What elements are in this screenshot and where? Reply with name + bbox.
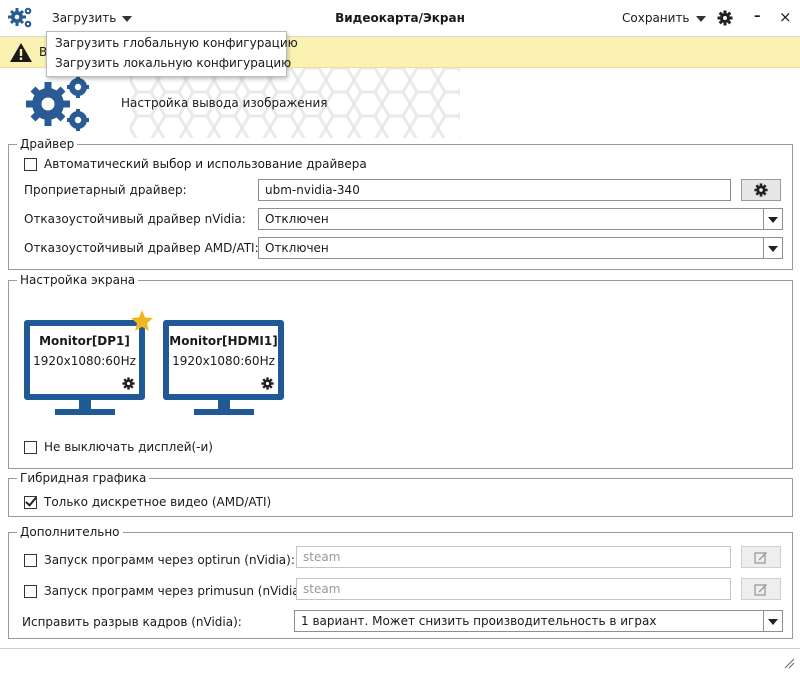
proprietary-driver-field[interactable]: ubm-nvidia-340 [258,179,731,201]
close-button[interactable]: × [779,8,792,26]
monitor-mode: 1920x1080:60Hz [33,354,136,368]
load-menu-label: Загрузить [52,11,117,25]
edit-icon [754,583,767,596]
driver-group-legend: Драйвер [20,137,75,151]
advanced-group: Дополнительно [8,525,793,639]
hexagon-pattern [130,68,460,138]
monitor-stand [79,400,91,410]
keep-display-on-label: Не выключать дисплей(-и) [44,440,213,454]
keep-display-on-checkbox[interactable] [24,441,37,454]
warning-icon [10,43,32,62]
advanced-group-legend: Дополнительно [20,525,120,539]
optirun-input[interactable]: steam [296,546,731,568]
amd-failsafe-select[interactable]: Отключен [258,237,783,259]
chevron-down-icon [763,611,782,631]
monitor-name: Monitor[HDMI1] [169,334,278,348]
page-title: Настройка вывода изображения [121,96,328,110]
monitor-stand [218,400,230,410]
menu-item-load-local[interactable]: Загрузить локальную конфигурацию [55,56,292,70]
gear-icon[interactable] [261,377,274,390]
settings-gears-icon [26,76,89,131]
primusun-edit-button[interactable] [741,578,781,600]
gear-icon [754,183,768,197]
chevron-down-icon [763,238,782,258]
optirun-label: Запуск программ через optirun (nVidia): [44,553,295,567]
title-bar [0,0,800,37]
nvidia-failsafe-select[interactable]: Отключен [258,208,783,230]
resize-grip-icon[interactable] [783,657,795,669]
settings-gear-icon[interactable] [717,10,733,26]
proprietary-driver-label: Проприетарный драйвер: [24,183,187,197]
load-menu[interactable]: Загрузить [52,11,133,25]
optirun-checkbox[interactable] [24,554,37,567]
gear-icon[interactable] [122,377,135,390]
screen-group: Настройка экрана [8,273,793,469]
monitor-name: Monitor[DP1] [39,334,130,348]
monitor-base [55,409,115,415]
load-dropdown-menu: Загрузить глобальную конфигурацию Загруз… [46,31,298,77]
window-title: Видеокарта/Экран [335,11,465,25]
auto-driver-label: Автоматический выбор и использование дра… [44,157,367,171]
warning-text: В [39,45,48,59]
discrete-video-checkbox[interactable] [24,496,37,509]
chevron-down-icon [695,15,706,22]
chevron-down-icon [122,15,133,22]
tearing-fix-select[interactable]: 1 вариант. Может снизить производительно… [294,610,783,632]
primary-star-icon [131,310,153,331]
primusun-input[interactable]: steam [296,578,731,600]
tearing-fix-value: 1 вариант. Может снизить производительно… [301,614,657,628]
amd-failsafe-label: Отказоустойчивый драйвер AMD/ATI: [24,241,259,255]
monitor-base [194,409,254,415]
nvidia-failsafe-label: Отказоустойчивый драйвер nVidia: [24,212,246,226]
hybrid-graphics-legend: Гибридная графика [20,471,147,485]
primusun-checkbox[interactable] [24,585,37,598]
edit-icon [754,551,767,564]
driver-group: Драйвер [8,137,793,270]
discrete-video-label: Только дискретное видео (AMD/ATI) [44,495,272,509]
primusun-label: Запуск программ через primusun (nVidia): [44,584,309,598]
screen-group-legend: Настройка экрана [20,273,136,287]
save-menu[interactable]: Сохранить [622,11,706,25]
monitor-mode: 1920x1080:60Hz [172,354,275,368]
save-menu-label: Сохранить [622,11,690,25]
menu-item-load-global[interactable]: Загрузить глобальную конфигурацию [55,36,298,50]
status-bar [0,648,800,675]
tearing-fix-label: Исправить разрыв кадров (nVidia): [22,615,242,629]
minimize-button[interactable]: – [754,9,761,24]
nvidia-failsafe-value: Отключен [265,212,329,226]
driver-settings-button[interactable] [741,179,781,201]
optirun-edit-button[interactable] [741,546,781,568]
chevron-down-icon [763,209,782,229]
hybrid-graphics-group: Гибридная графика [8,471,793,517]
monitor-dp1[interactable]: Monitor[DP1] 1920x1080:60Hz [24,320,145,400]
app-gears-icon [8,7,32,28]
auto-driver-checkbox[interactable] [24,158,37,171]
monitor-hdmi1[interactable]: Monitor[HDMI1] 1920x1080:60Hz [163,320,284,400]
amd-failsafe-value: Отключен [265,241,329,255]
